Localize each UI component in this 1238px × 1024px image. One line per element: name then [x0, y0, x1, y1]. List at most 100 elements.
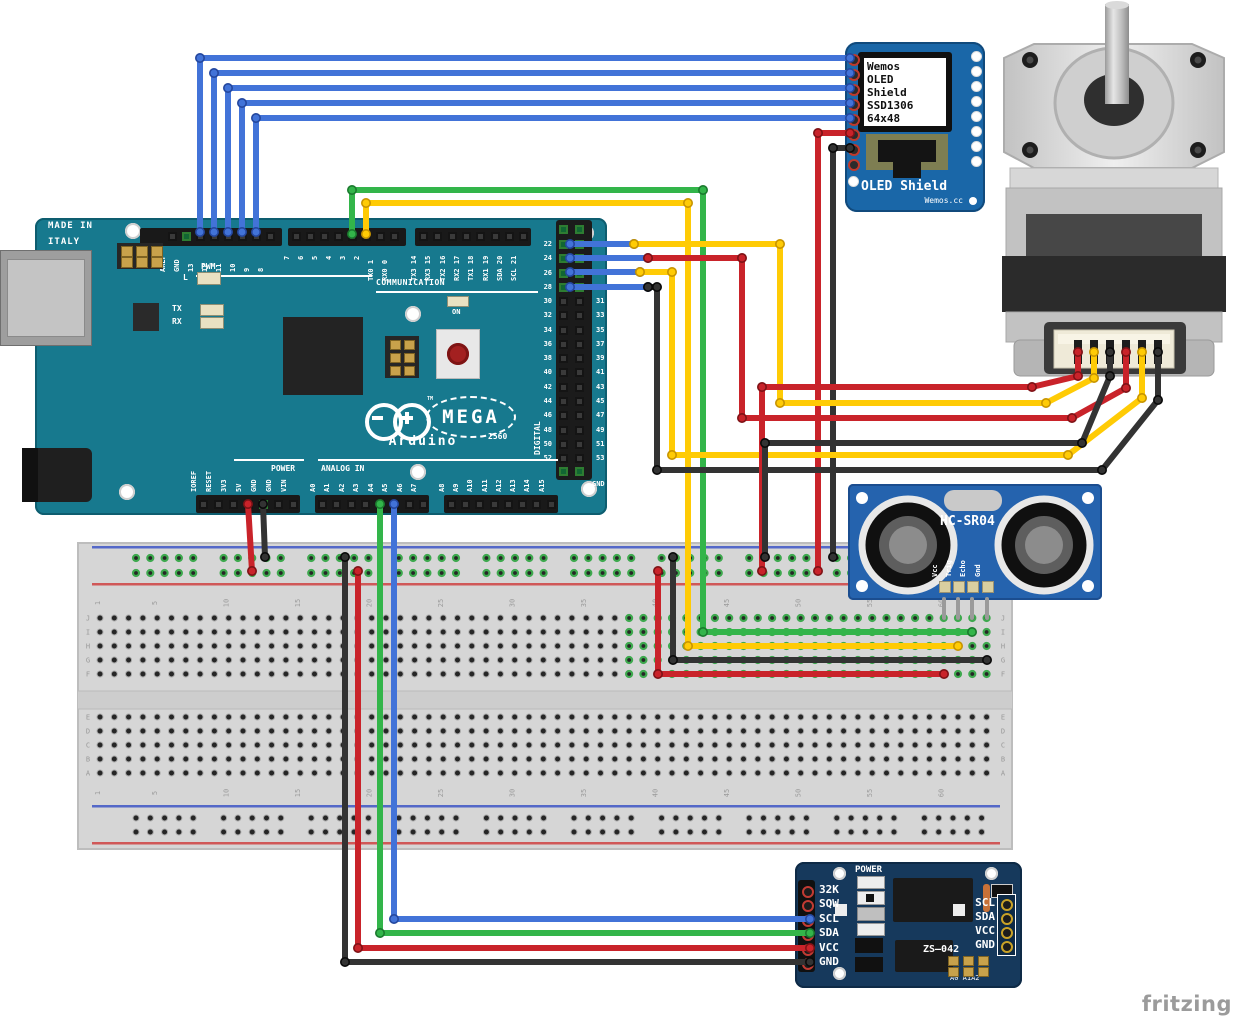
pin[interactable] [432, 232, 442, 241]
oled-pin[interactable] [971, 51, 982, 62]
pin[interactable] [474, 500, 484, 509]
wire-blue[interactable] [209, 68, 855, 238]
digital-pin[interactable] [574, 310, 584, 320]
oled-pin[interactable] [971, 156, 982, 167]
rtc-pin[interactable] [1001, 899, 1013, 911]
wire-red[interactable] [756, 346, 1084, 576]
pin[interactable] [167, 232, 177, 241]
pin[interactable] [213, 500, 223, 509]
sensor-pin[interactable] [967, 581, 979, 593]
pin[interactable] [418, 500, 428, 509]
pin[interactable] [517, 500, 527, 509]
digital-pin[interactable] [558, 310, 568, 320]
pin[interactable] [389, 232, 399, 241]
pin[interactable] [331, 500, 341, 509]
wire-red[interactable] [652, 565, 949, 679]
digital-pin[interactable] [574, 439, 584, 449]
wire-blue[interactable] [564, 239, 639, 250]
rtc-pin[interactable] [802, 886, 814, 898]
digital-pin[interactable] [574, 367, 584, 377]
wire-blue[interactable] [564, 253, 653, 264]
digital-pin[interactable] [574, 382, 584, 392]
pin[interactable] [461, 232, 471, 241]
oled-pin[interactable] [971, 141, 982, 152]
oled-pin[interactable] [971, 111, 982, 122]
pin[interactable] [447, 232, 457, 241]
digital-pin[interactable] [558, 382, 568, 392]
wire-blue[interactable] [195, 52, 855, 238]
pin[interactable] [404, 500, 414, 509]
oled-pin[interactable] [971, 66, 982, 77]
digital-pin[interactable] [574, 410, 584, 420]
sensor-pin[interactable] [939, 581, 951, 593]
pin[interactable] [181, 232, 191, 241]
digital-pin[interactable] [558, 425, 568, 435]
digital-pin[interactable] [558, 410, 568, 420]
wire-blue[interactable] [564, 266, 645, 277]
wire-black[interactable] [642, 281, 1164, 475]
wire-red[interactable] [352, 565, 815, 953]
pin[interactable] [346, 500, 356, 509]
pin-gnd[interactable] [574, 467, 584, 476]
digital-pin[interactable] [558, 353, 568, 363]
pin[interactable] [490, 232, 500, 241]
digital-pin[interactable] [558, 453, 568, 463]
pin[interactable] [319, 232, 329, 241]
digital-pin[interactable] [574, 453, 584, 463]
digital-pin[interactable] [558, 253, 568, 263]
pin[interactable] [265, 232, 275, 241]
reset-button-cap[interactable] [447, 343, 469, 365]
pin[interactable] [503, 500, 513, 509]
digital-pin[interactable] [558, 282, 568, 292]
digital-pin[interactable] [574, 296, 584, 306]
sensor-pin[interactable] [953, 581, 965, 593]
digital-pin[interactable] [558, 239, 568, 249]
reset-button[interactable] [436, 329, 480, 379]
digital-pin[interactable] [558, 268, 568, 278]
wire-red[interactable] [642, 253, 1132, 423]
pin[interactable] [460, 500, 470, 509]
wire-red[interactable] [243, 498, 258, 576]
pin[interactable] [489, 500, 499, 509]
pin[interactable] [317, 500, 327, 509]
pin[interactable] [333, 232, 343, 241]
wire-black[interactable] [257, 498, 270, 562]
digital-pin[interactable] [574, 425, 584, 435]
wire-yellow[interactable] [628, 239, 1100, 408]
pin[interactable] [504, 232, 514, 241]
digital-pin[interactable] [558, 296, 568, 306]
pin-gnd[interactable] [558, 467, 568, 476]
wire-yellow[interactable] [634, 266, 1148, 460]
pin-5v[interactable] [558, 225, 568, 234]
digital-pin[interactable] [574, 396, 584, 406]
pin[interactable] [518, 232, 528, 241]
pin[interactable] [198, 500, 208, 509]
wire-blue[interactable] [388, 498, 815, 924]
digital-pin[interactable] [574, 325, 584, 335]
digital-pin[interactable] [558, 367, 568, 377]
pin[interactable] [305, 232, 315, 241]
wire-blue[interactable] [564, 281, 653, 292]
pin-5v[interactable] [574, 225, 584, 234]
rtc-pin[interactable] [1001, 913, 1013, 925]
oled-pin[interactable] [971, 81, 982, 92]
rtc-pin[interactable] [1001, 941, 1013, 953]
digital-pin[interactable] [574, 353, 584, 363]
digital-pin[interactable] [574, 339, 584, 349]
wire-red[interactable] [812, 128, 855, 576]
sensor-pin[interactable] [982, 581, 994, 593]
wire-blue[interactable] [223, 83, 855, 238]
oled-pin[interactable] [848, 176, 859, 187]
pin[interactable] [228, 500, 238, 509]
oled-pin[interactable] [971, 126, 982, 137]
pin[interactable] [475, 232, 485, 241]
pin[interactable] [291, 232, 301, 241]
digital-pin[interactable] [558, 339, 568, 349]
wire-yellow[interactable] [360, 198, 963, 651]
wire-black[interactable] [667, 551, 992, 665]
rtc-pin[interactable] [1001, 927, 1013, 939]
pin[interactable] [418, 232, 428, 241]
